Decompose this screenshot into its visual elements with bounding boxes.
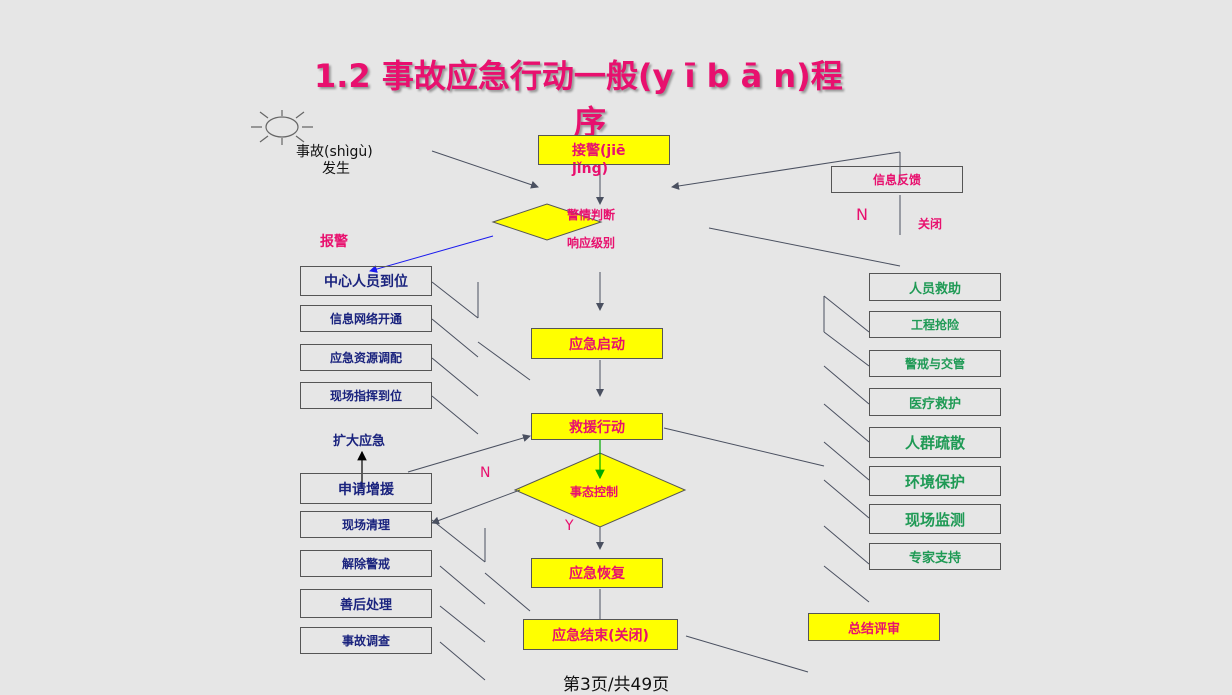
page-title: 1.2 事故应急行动一般(y ī b ā n)程: [314, 57, 843, 95]
right-box-3-label: 警戒与交管: [904, 357, 965, 371]
left-lower-box-2: 现场清理: [300, 511, 432, 538]
judge-label-1: 警情判断: [567, 208, 616, 222]
right-box-7-label: 现场监测: [904, 510, 965, 529]
n-mid-label: N: [480, 465, 491, 481]
left-box-1-label: 中心人员到位: [324, 274, 408, 290]
review-label: 总结评审: [847, 621, 900, 637]
left-box-2-label: 信息网络开通: [329, 312, 402, 326]
right-box-3: 警戒与交管: [869, 350, 1001, 377]
review-box: 总结评审: [808, 613, 940, 641]
recover-box: 应急恢复: [531, 558, 663, 588]
left-box-1: 中心人员到位: [300, 266, 432, 296]
receive-alarm-label: 接警(jiē jǐng): [572, 143, 626, 177]
left-box-3-label: 应急资源调配: [329, 351, 402, 365]
left-box-4: 现场指挥到位: [300, 382, 432, 409]
control-label: 事态控制: [570, 485, 619, 499]
right-box-5: 人群疏散: [869, 427, 1001, 458]
rescue-label: 救援行动: [569, 419, 625, 436]
left-lower-box-3-label: 解除警戒: [341, 557, 390, 571]
left-lower-box-5: 事故调查: [300, 627, 432, 654]
expand-label: 扩大应急: [333, 434, 386, 449]
right-box-8: 专家支持: [869, 543, 1001, 570]
left-box-3: 应急资源调配: [300, 344, 432, 371]
sun-icon: [251, 110, 313, 145]
control-diamond: [513, 452, 687, 528]
right-box-6-label: 环境保护: [904, 472, 965, 491]
start-label-2: 发生: [322, 161, 350, 177]
left-lower-box-2-label: 现场清理: [341, 518, 390, 532]
receive-alarm-box: 接警(jiē jǐng): [538, 135, 670, 177]
judge-label-2: 响应级别: [567, 236, 616, 250]
feedback-box: 信息反馈: [831, 166, 963, 193]
left-lower-box-5-label: 事故调查: [341, 634, 390, 648]
alarm-label: 报警: [320, 234, 348, 250]
right-box-4: 医疗救护: [869, 388, 1001, 416]
right-box-5-label: 人群疏散: [904, 434, 965, 452]
close-label: 关闭: [918, 217, 943, 231]
rescue-box: 救援行动: [531, 413, 663, 440]
left-box-4-label: 现场指挥到位: [329, 389, 402, 403]
n-top-label: N: [856, 205, 868, 224]
right-box-8-label: 专家支持: [908, 551, 961, 566]
right-box-2: 工程抢险: [869, 311, 1001, 338]
start-label-1: 事故(shìgù): [296, 144, 373, 160]
end-label: 应急结束(关闭): [552, 627, 649, 644]
right-box-1-label: 人员救助: [908, 281, 961, 297]
left-lower-box-4-label: 善后处理: [339, 598, 392, 613]
left-lower-box-3: 解除警戒: [300, 550, 432, 577]
left-lower-box-1-label: 申请增援: [338, 481, 394, 498]
right-box-6: 环境保护: [869, 466, 1001, 496]
page-title-cont: 序: [574, 103, 607, 141]
right-box-1: 人员救助: [869, 273, 1001, 301]
end-box: 应急结束(关闭): [523, 619, 678, 650]
feedback-label: 信息反馈: [872, 173, 921, 187]
left-lower-box-4: 善后处理: [300, 589, 432, 618]
right-box-4-label: 医疗救护: [908, 396, 961, 412]
judge-diamond: [491, 203, 603, 241]
y-mid-label: Y: [565, 518, 574, 534]
recover-label: 应急恢复: [569, 566, 625, 582]
page-indicator: 第3页/共49页: [563, 675, 670, 695]
left-box-2: 信息网络开通: [300, 305, 432, 332]
right-box-7: 现场监测: [869, 504, 1001, 534]
launch-label: 应急启动: [569, 336, 625, 353]
launch-box: 应急启动: [531, 328, 663, 359]
right-box-2-label: 工程抢险: [910, 318, 959, 332]
left-lower-box-1: 申请增援: [300, 473, 432, 504]
